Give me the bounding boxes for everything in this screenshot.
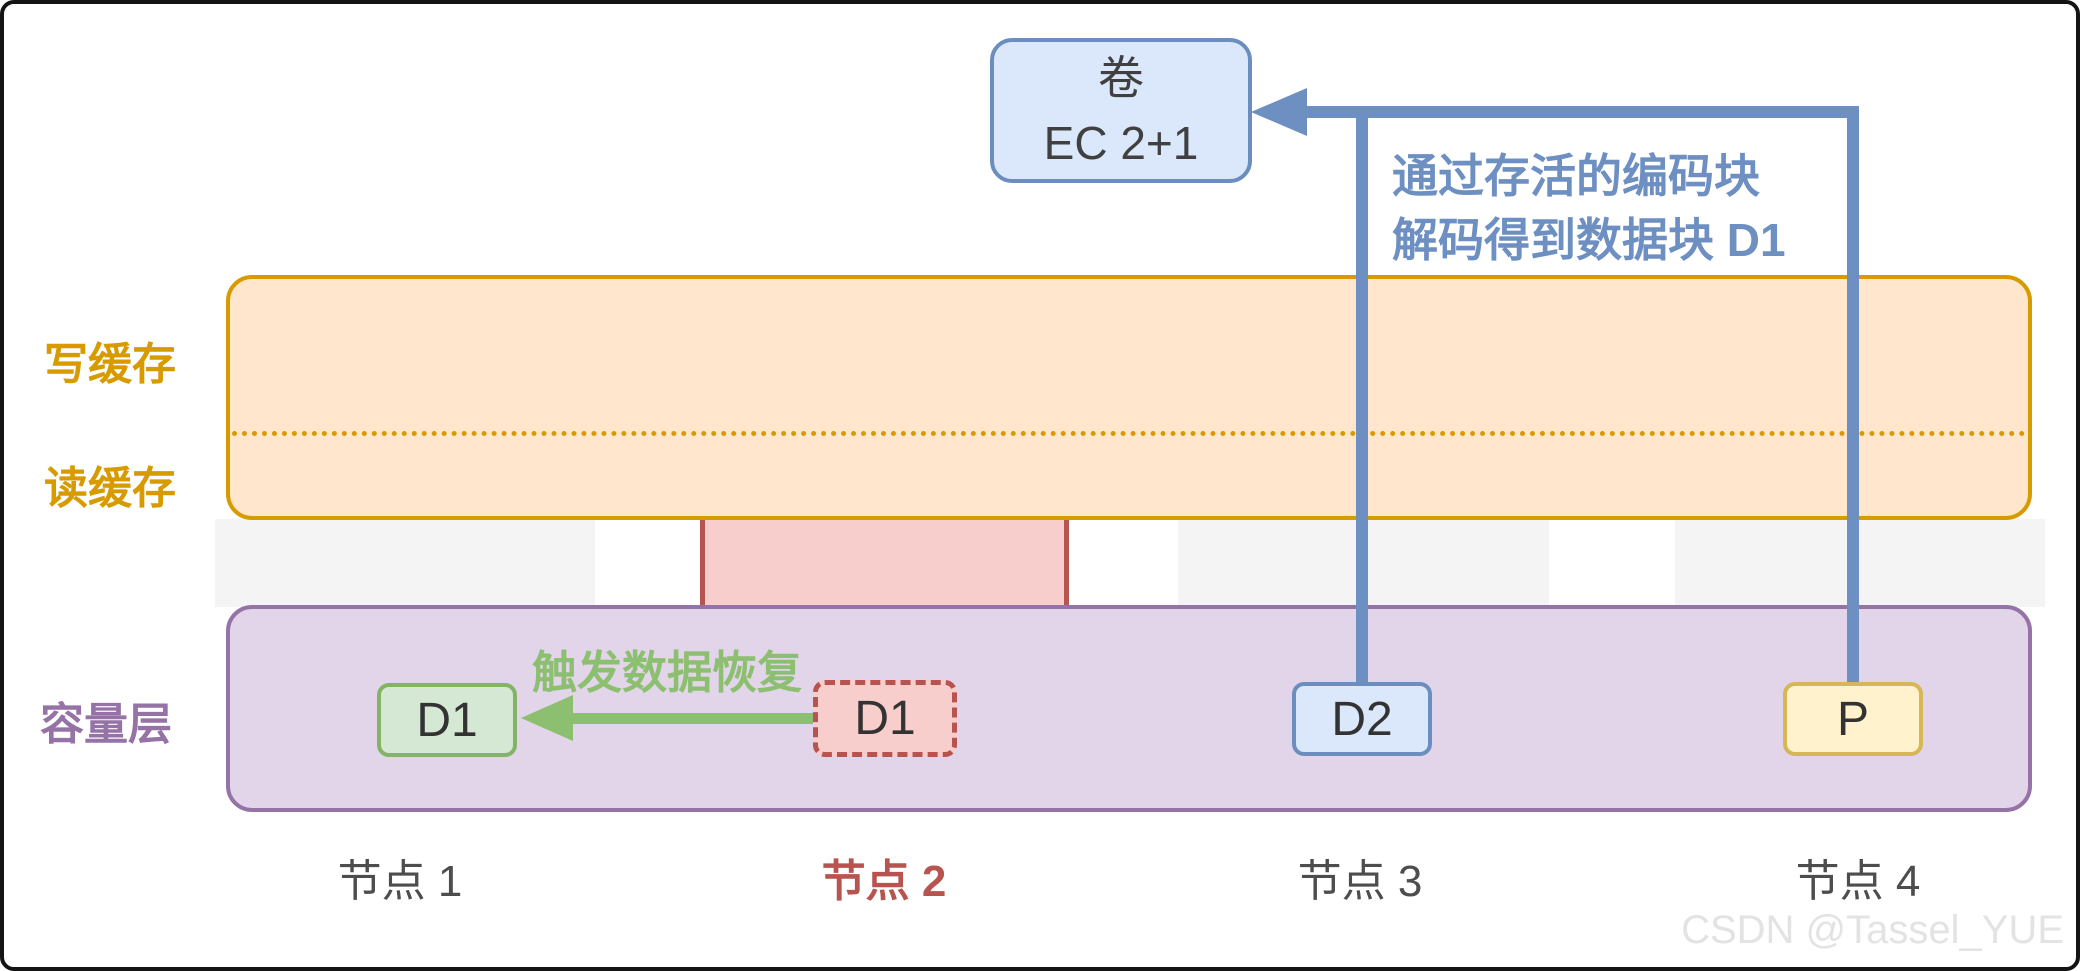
block-d2: D2 [1292, 682, 1432, 756]
read-cache-label: 读缓存 [44, 464, 176, 513]
cache-divider-dotted-line [232, 431, 2026, 436]
volume-ec-scheme: EC 2+1 [1043, 116, 1199, 169]
recovery-note: 触发数据恢复 [532, 647, 803, 698]
capacity-layer-label: 容量层 [40, 700, 172, 749]
cache-layer-band [226, 275, 2032, 520]
failed-node2-connector [700, 519, 1069, 607]
block-p-parity: P [1783, 682, 1923, 756]
volume-title: 卷 [1098, 52, 1144, 105]
block-label: D2 [1331, 692, 1393, 746]
block-label: D1 [854, 692, 916, 745]
watermark: CSDN @Tassel_YUE [1681, 908, 2064, 952]
node-label-2-failed: 节点 2 [821, 857, 947, 906]
node-label-1: 节点 1 [337, 857, 463, 906]
node1-connector [215, 519, 595, 607]
block-label: P [1836, 692, 1869, 746]
node4-connector [1675, 519, 2045, 607]
block-d1-recovered: D1 [377, 683, 517, 757]
volume-box: 卷 EC 2+1 [990, 38, 1252, 183]
recovery-arrowhead-icon [521, 695, 573, 741]
node-label-4: 节点 4 [1795, 857, 1921, 906]
node-label-3: 节点 3 [1297, 857, 1423, 906]
decode-arrow-vertical-from-d2 [1356, 106, 1368, 682]
write-cache-label: 写缓存 [44, 340, 176, 389]
decode-arrowhead-icon [1251, 88, 1307, 136]
recovery-arrow-line [545, 713, 813, 724]
decode-arrow-horizontal-line [1302, 106, 1859, 118]
decode-note-line2: 解码得到数据块 D1 [1392, 214, 1786, 266]
decode-note-line1: 通过存活的编码块 [1392, 150, 1760, 202]
block-label: D1 [416, 693, 478, 747]
decode-arrow-vertical-from-p [1847, 106, 1859, 682]
block-d1-lost: D1 [813, 680, 957, 757]
